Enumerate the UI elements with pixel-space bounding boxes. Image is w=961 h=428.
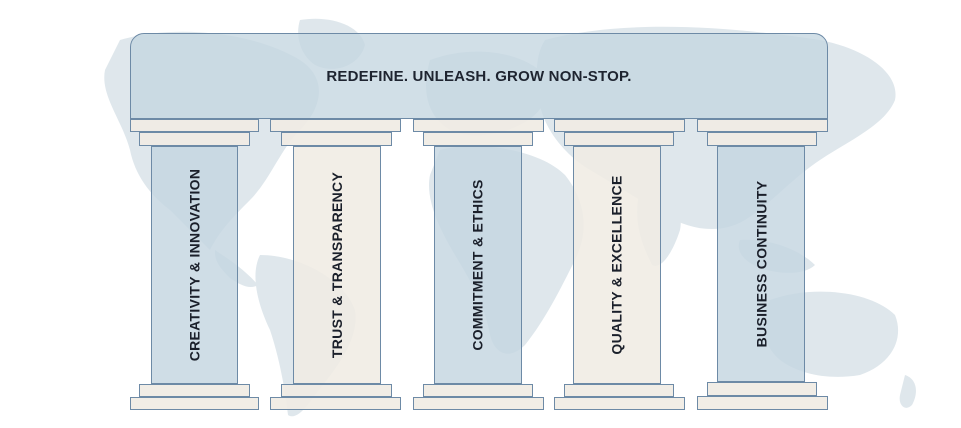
- pillar-5-shaft: BUSINESS CONTINUITY: [717, 146, 805, 382]
- pillar-4-shaft: QUALITY & EXCELLENCE: [573, 146, 661, 384]
- pillar-2-top-cap: [281, 132, 392, 146]
- roof-title: REDEFINE. UNLEASH. GROW NON-STOP.: [326, 67, 632, 85]
- pillar-5-label: BUSINESS CONTINUITY: [753, 180, 769, 348]
- pillar-5-top-slab: [697, 119, 828, 132]
- pillar-1-top-cap: [139, 132, 250, 146]
- pillar-1-label: CREATIVITY & INNOVATION: [186, 168, 203, 362]
- pillar-1-shaft: CREATIVITY & INNOVATION: [151, 146, 238, 384]
- pillar-3-base-slab: [413, 397, 544, 410]
- pillar-2-shaft: TRUST & TRANSPARENCY: [293, 146, 381, 384]
- pillar-2-label: TRUST & TRANSPARENCY: [329, 171, 346, 359]
- pillar-4-base-cap: [564, 384, 674, 397]
- pillar-3-shaft: COMMITMENT & ETHICS: [434, 146, 522, 384]
- pillar-2-base-cap: [281, 384, 392, 397]
- pillar-3-top-slab: [413, 119, 544, 132]
- pillar-5-top-cap: [707, 132, 817, 146]
- pillar-5-base-slab: [697, 396, 828, 410]
- pillar-4-top-slab: [554, 119, 685, 132]
- pillar-4-base-slab: [554, 397, 685, 410]
- pillar-3-label: COMMITMENT & ETHICS: [470, 179, 487, 351]
- roof-banner: REDEFINE. UNLEASH. GROW NON-STOP.: [130, 33, 828, 119]
- pillar-3-base-cap: [423, 384, 533, 397]
- pillar-1-base-cap: [139, 384, 250, 397]
- pillar-2-top-slab: [270, 119, 401, 132]
- pillar-3-top-cap: [423, 132, 533, 146]
- pillar-1-top-slab: [130, 119, 259, 132]
- pillar-5-base-cap: [707, 382, 817, 396]
- pillar-2-base-slab: [270, 397, 401, 410]
- pillar-4-label: QUALITY & EXCELLENCE: [609, 175, 626, 355]
- pillar-4-top-cap: [564, 132, 674, 146]
- pillar-1-base-slab: [130, 397, 259, 410]
